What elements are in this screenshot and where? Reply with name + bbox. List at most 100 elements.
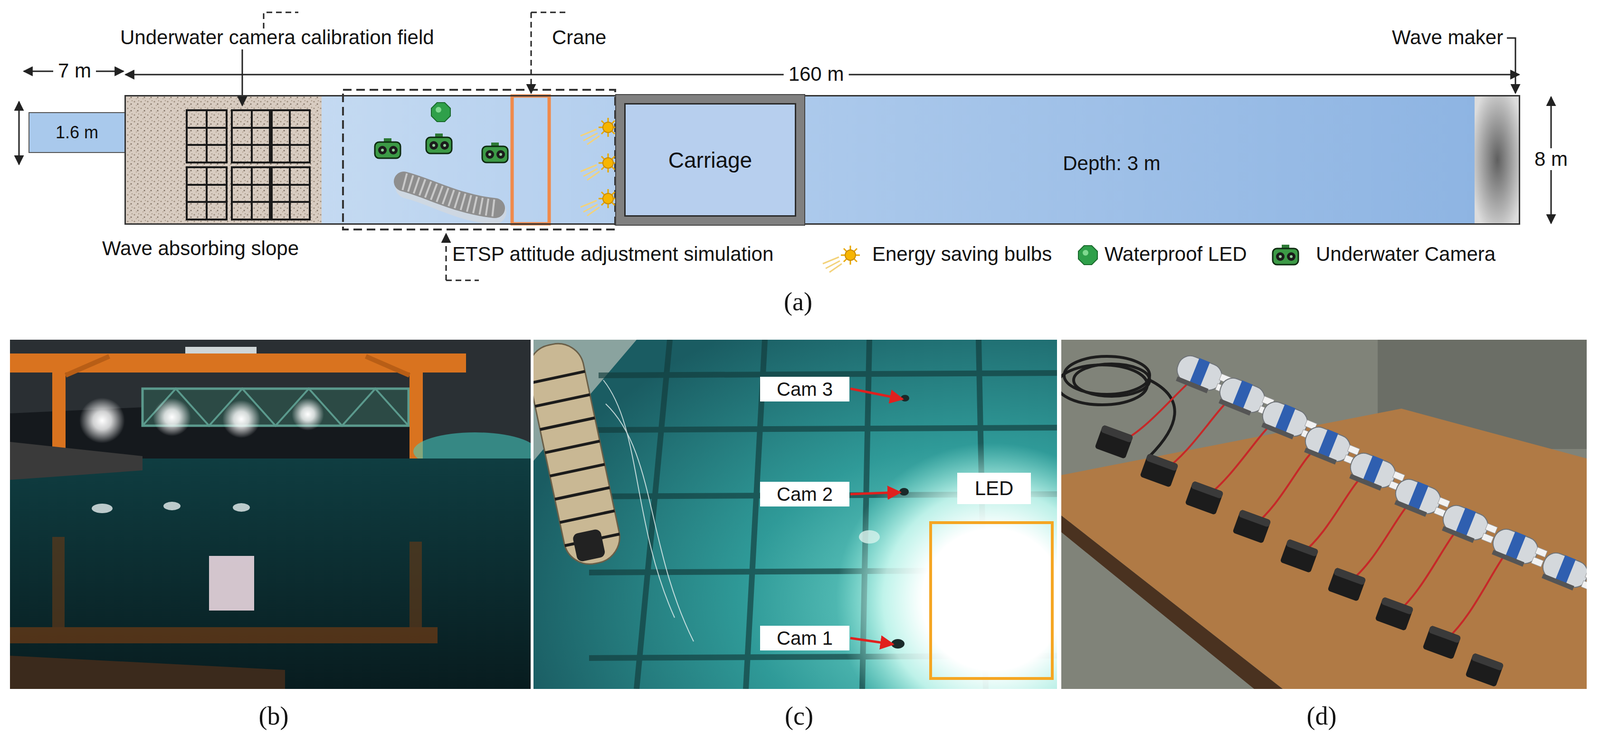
callout-leader (530, 12, 533, 94)
photo-underwater-field (850, 638, 894, 645)
tank-fill (124, 95, 1521, 225)
wave-maker (1474, 95, 1521, 225)
crane-box (512, 95, 550, 224)
towing-tank: Depth: 3 m Carriage (124, 95, 1521, 225)
dimension-label: 160 m (783, 63, 849, 86)
node-text: LED (974, 476, 1014, 500)
energy-saving-bulb (580, 189, 618, 216)
photo-basin-hall (65, 356, 410, 376)
region-label: Wave absorbing slope (102, 237, 299, 260)
photo-pump-table (1301, 470, 1369, 554)
dimension-line (18, 101, 20, 165)
photo-pump-table (1184, 480, 1224, 515)
calibration-frames (186, 110, 310, 220)
legend-text: Waterproof LED (1104, 243, 1248, 266)
tank-fill (124, 95, 1521, 225)
wave-absorbing-slope (124, 95, 322, 225)
calibration-frames (186, 110, 227, 163)
photo-pump-table (1488, 524, 1550, 573)
calibration-frames (269, 110, 310, 163)
inlet-channel: 1.6 m (28, 112, 126, 153)
photo-underwater-field (836, 442, 1058, 689)
legend-symbol (822, 245, 860, 273)
photo-basin-hall (152, 398, 191, 437)
node-text: Cam 1 (776, 627, 833, 649)
calibration-frames (269, 167, 310, 220)
dimension-label: 8 m (1529, 148, 1573, 171)
callout-label: Wave maker (1391, 26, 1504, 49)
underwater-camera-symbol (482, 142, 508, 163)
etsp-region-box (342, 89, 616, 230)
wave-maker (1474, 95, 1521, 225)
node-text: Cam 2 (776, 483, 833, 505)
photo-pump-table (1349, 496, 1416, 582)
etsp-model (403, 181, 496, 212)
photo-pump-table (1061, 339, 1587, 689)
photo-pump-table (1438, 501, 1500, 550)
photo-underwater-field (550, 464, 605, 477)
underwater-camera-symbol (374, 133, 508, 163)
etsp-model (403, 181, 496, 209)
photo-pump-table (1396, 522, 1464, 613)
photo-pump-table (1163, 394, 1236, 471)
crane-box (512, 95, 550, 224)
photo-underwater-field (603, 380, 694, 642)
photo-pump-table (1422, 625, 1462, 660)
carriage-box: Carriage (616, 95, 805, 225)
wave-absorbing-slope (124, 95, 322, 225)
photo-pump-table (1061, 364, 1148, 405)
panel-label: (a) (783, 287, 813, 316)
photo-pump-table (1061, 339, 1587, 689)
node-text: Depth: 3 m (1062, 152, 1161, 175)
photo-underwater-field (571, 528, 606, 562)
photo-pump-table (1465, 652, 1505, 687)
photo-basin-hall (9, 627, 438, 644)
photo-underwater-field (533, 339, 1058, 689)
callout-label: Crane (552, 26, 607, 49)
photo-pump-table (1139, 453, 1179, 488)
photo-pump-table (1254, 444, 1321, 525)
callout-label: Underwater camera calibration field (120, 26, 435, 49)
photo-pump-table (1121, 375, 1198, 442)
callout-leader (263, 12, 299, 29)
photo-basin-hall (409, 541, 422, 628)
photo-underwater-field (850, 492, 901, 495)
photo-underwater-field (533, 371, 585, 384)
photo-basin-hall (291, 398, 324, 431)
photo-pump-table (1232, 509, 1272, 544)
panel-label: (b) (258, 702, 289, 731)
energy-saving-bulb (580, 153, 618, 181)
photo-underwater-field (603, 380, 675, 618)
legend-symbol (1272, 244, 1299, 265)
energy-saving-bulb (580, 117, 618, 145)
photo-pump-table (1538, 548, 1587, 597)
node-text: Cam 3 (776, 378, 833, 400)
photo-basin-hall (9, 339, 531, 689)
photo-underwater-field (559, 510, 615, 523)
calibration-frames (231, 110, 272, 163)
photo-underwater-field (534, 394, 590, 407)
camera-label: Cam 1 (760, 625, 850, 651)
photo-basin-hall (9, 655, 286, 689)
etsp-model (403, 181, 496, 209)
node-text: Carriage (668, 147, 753, 173)
callout-leader (531, 11, 566, 14)
callout-leader (1506, 38, 1516, 94)
energy-saving-bulb (580, 117, 618, 216)
photo-pump-table (1390, 475, 1453, 524)
photo-underwater-field (554, 487, 610, 500)
photo-pump-table (1327, 567, 1367, 602)
led-label: LED (957, 472, 1031, 505)
photo-underwater-field (533, 371, 620, 546)
photo-basin-hall (163, 501, 181, 511)
photo-basin-hall (79, 397, 125, 444)
camera-label: Cam 3 (760, 376, 850, 402)
panel-label: (c) (784, 702, 814, 731)
legend-text: Underwater Camera (1315, 243, 1496, 266)
dimension-label: 7 m (53, 59, 96, 82)
photo-underwater-field (850, 388, 903, 400)
photo-underwater-field (930, 522, 1053, 679)
photo-basin-hall (9, 458, 531, 689)
node-text: 1.6 m (55, 122, 99, 143)
photo-basin-hall (91, 503, 113, 514)
